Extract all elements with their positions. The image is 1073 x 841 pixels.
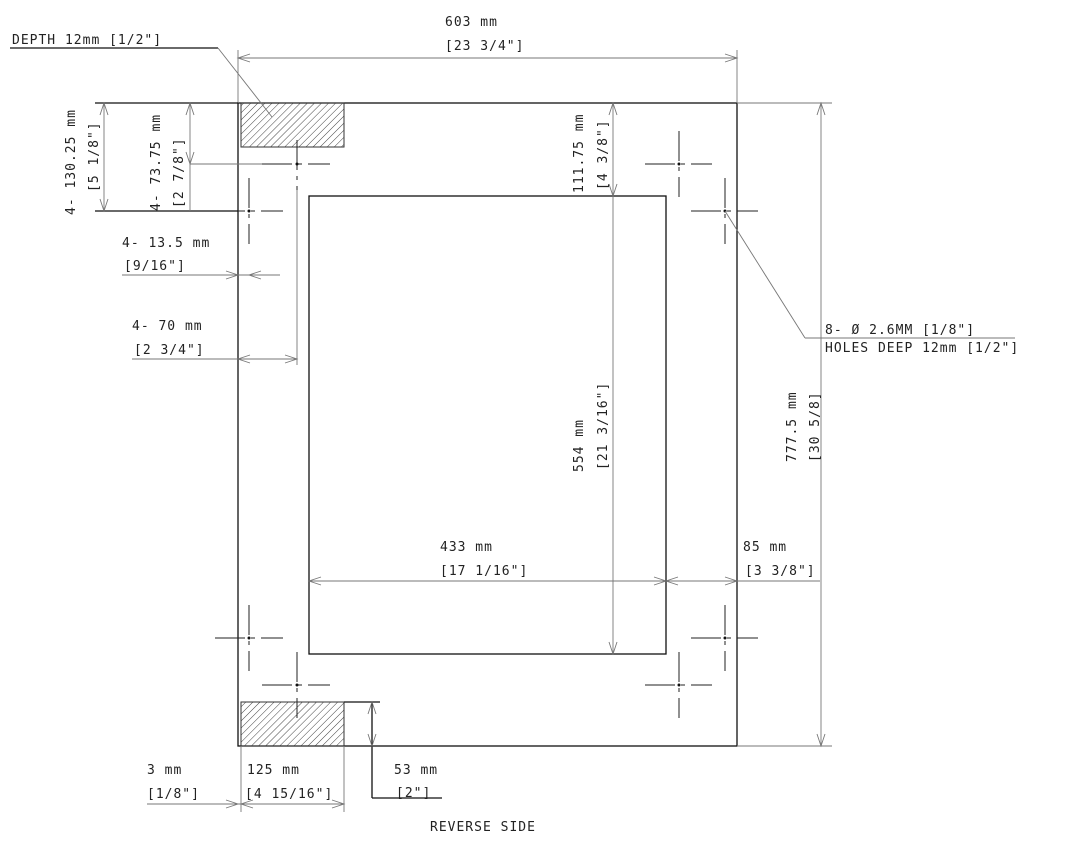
hole-outer-h-mm: 4- 13.5 mm [122,236,210,251]
drawing-title: REVERSE SIDE [430,820,536,835]
pocket-height-mm: 53 mm [394,763,438,778]
hole-crosshair-icon [262,140,330,190]
pocket-height-in: [2"] [396,786,431,801]
right-margin-in: [3 3/8"] [745,564,816,579]
depth-callout: DEPTH 12mm [1/2"] [12,33,162,48]
hole-crosshair-icon [645,652,712,718]
hole-inner-v-mm: 4- 73.75 mm [149,114,164,211]
pocket-width-in: [4 15/16"] [245,787,333,802]
hole-crosshair-icon [691,605,758,671]
cutout-width-in: [17 1/16"] [440,564,528,579]
overall-width-in: [23 3/4"] [445,39,524,54]
holes-callout-line1: 8- Ø 2.6MM [1/8"] [825,323,975,338]
hole-crosshair-icon [645,131,712,197]
hole-crosshair-icon [215,605,283,671]
pocket-width-mm: 125 mm [247,763,300,778]
hole-outer-v-in: [5 1/8"] [87,121,102,192]
pocket-edge-in: [1/8"] [147,787,200,802]
dimension-lines [10,47,1015,812]
holes-callout-line2: HOLES DEEP 12mm [1/2"] [825,341,1019,356]
hole-markers [215,131,758,718]
hole-crosshair-icon [691,178,758,244]
hole-inner-h-in: [2 3/4"] [134,343,205,358]
hole-inner-h-mm: 4- 70 mm [132,319,203,334]
right-margin-mm: 85 mm [743,540,787,555]
hole-crosshair-icon [262,652,330,718]
hole-outer-v-mm: 4- 130.25 mm [64,109,79,215]
pocket-bottom [240,701,345,747]
pocket-edge-mm: 3 mm [147,763,182,778]
panel-outline [237,102,738,747]
cutout-width-mm: 433 mm [440,540,493,555]
overall-width-mm: 603 mm [445,15,498,30]
cutout-height-mm: 554 mm [572,419,587,472]
overall-height-mm: 777.5 mm [785,391,800,462]
cutout-outline [308,195,667,655]
hole-inner-v-in: [2 7/8"] [172,137,187,208]
cutout-top-offset-mm: 111.75 mm [572,114,587,193]
cutout-top-offset-in: [4 3/8"] [596,119,611,190]
cutout-height-in: [21 3/16"] [596,382,611,470]
pocket-top [240,102,345,148]
overall-height-in: [30 5/8] [808,391,823,462]
hole-outer-h-in: [9/16"] [124,259,186,274]
